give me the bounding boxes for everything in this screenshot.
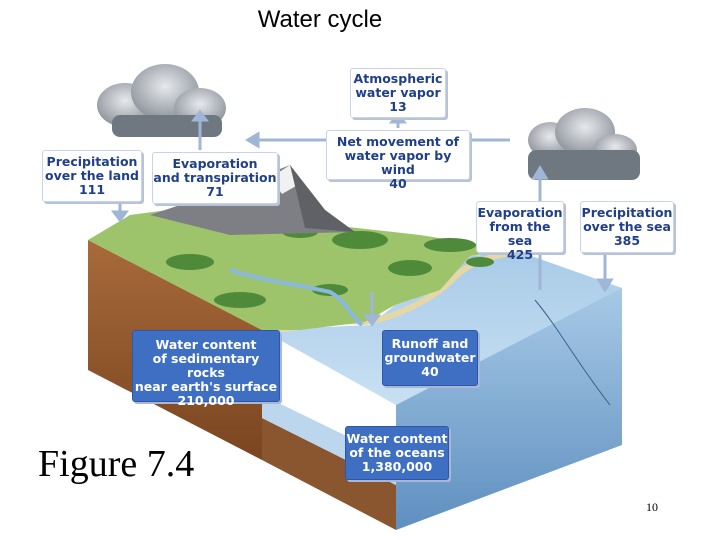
net-movement-value: 40 [389,176,407,191]
oceans-line1: Water content [346,431,448,446]
atmospheric-line2: water vapor [355,85,441,100]
sedimentary-line3: near earth's surface [134,379,278,394]
sedimentary-value: 210,000 [177,393,235,408]
sedimentary-rocks-label: Water content of sedimentary rocks near … [132,330,280,408]
sea-surface [262,252,622,405]
atmospheric-line1: Atmospheric [353,71,443,86]
river [229,268,364,327]
precip-sea-line1: Precipitation [581,205,673,220]
net-movement-line1: Net movement of [336,134,460,149]
evap-transp-value: 71 [206,184,224,199]
precipitation-land-label: Precipitation over the land 111 [42,150,142,202]
oceans-content-label: Water content of the oceans 1,380,000 [345,426,449,480]
evap-sea-value: 425 [506,247,534,262]
precip-land-line1: Precipitation [46,154,138,169]
sedimentary-line2: of sedimentary rocks [152,351,260,380]
precip-land-value: 111 [78,182,106,197]
oceans-value: 1,380,000 [361,459,433,474]
precip-sea-line2: over the sea [583,219,671,234]
atmospheric-water-vapor-label: Atmospheric water vapor 13 [350,68,446,118]
evap-sea-line2: from the sea [489,219,551,248]
sea-current [534,299,611,406]
net-movement-line2: water vapor by wind [344,148,452,177]
figure-label: Figure 7.4 [38,443,195,485]
evap-transp-line1: Evaporation [172,156,258,171]
evap-sea-line1: Evaporation [477,205,563,220]
runoff-value: 40 [421,364,439,379]
precipitation-sea-label: Precipitation over the sea 385 [580,201,674,253]
net-movement-label: Net movement of water vapor by wind 40 [326,130,470,191]
precip-land-line2: over the land [44,168,139,183]
sedimentary-line1: Water content [155,337,257,352]
evaporation-transpiration-label: Evaporation and transpiration 71 [152,152,278,204]
cloud-left-icon [97,64,226,137]
cloud-right-icon [528,108,640,180]
evap-transp-line2: and transpiration [153,170,277,185]
page-number: 10 [646,500,658,514]
atmospheric-value: 13 [389,99,407,114]
precip-sea-value: 385 [613,233,641,248]
seabed-front [262,418,396,530]
land-surface [88,205,515,330]
oceans-line2: of the oceans [349,445,445,460]
slide-title: Water cycle [257,6,383,33]
forest-patches [166,226,494,308]
evaporation-sea-label: Evaporation from the sea 425 [476,201,564,262]
runoff-line1: Runoff and [391,336,469,351]
runoff-line2: groundwater [384,350,476,365]
mountain-shade [290,165,355,232]
runoff-groundwater-label: Runoff and groundwater 40 [382,330,478,386]
